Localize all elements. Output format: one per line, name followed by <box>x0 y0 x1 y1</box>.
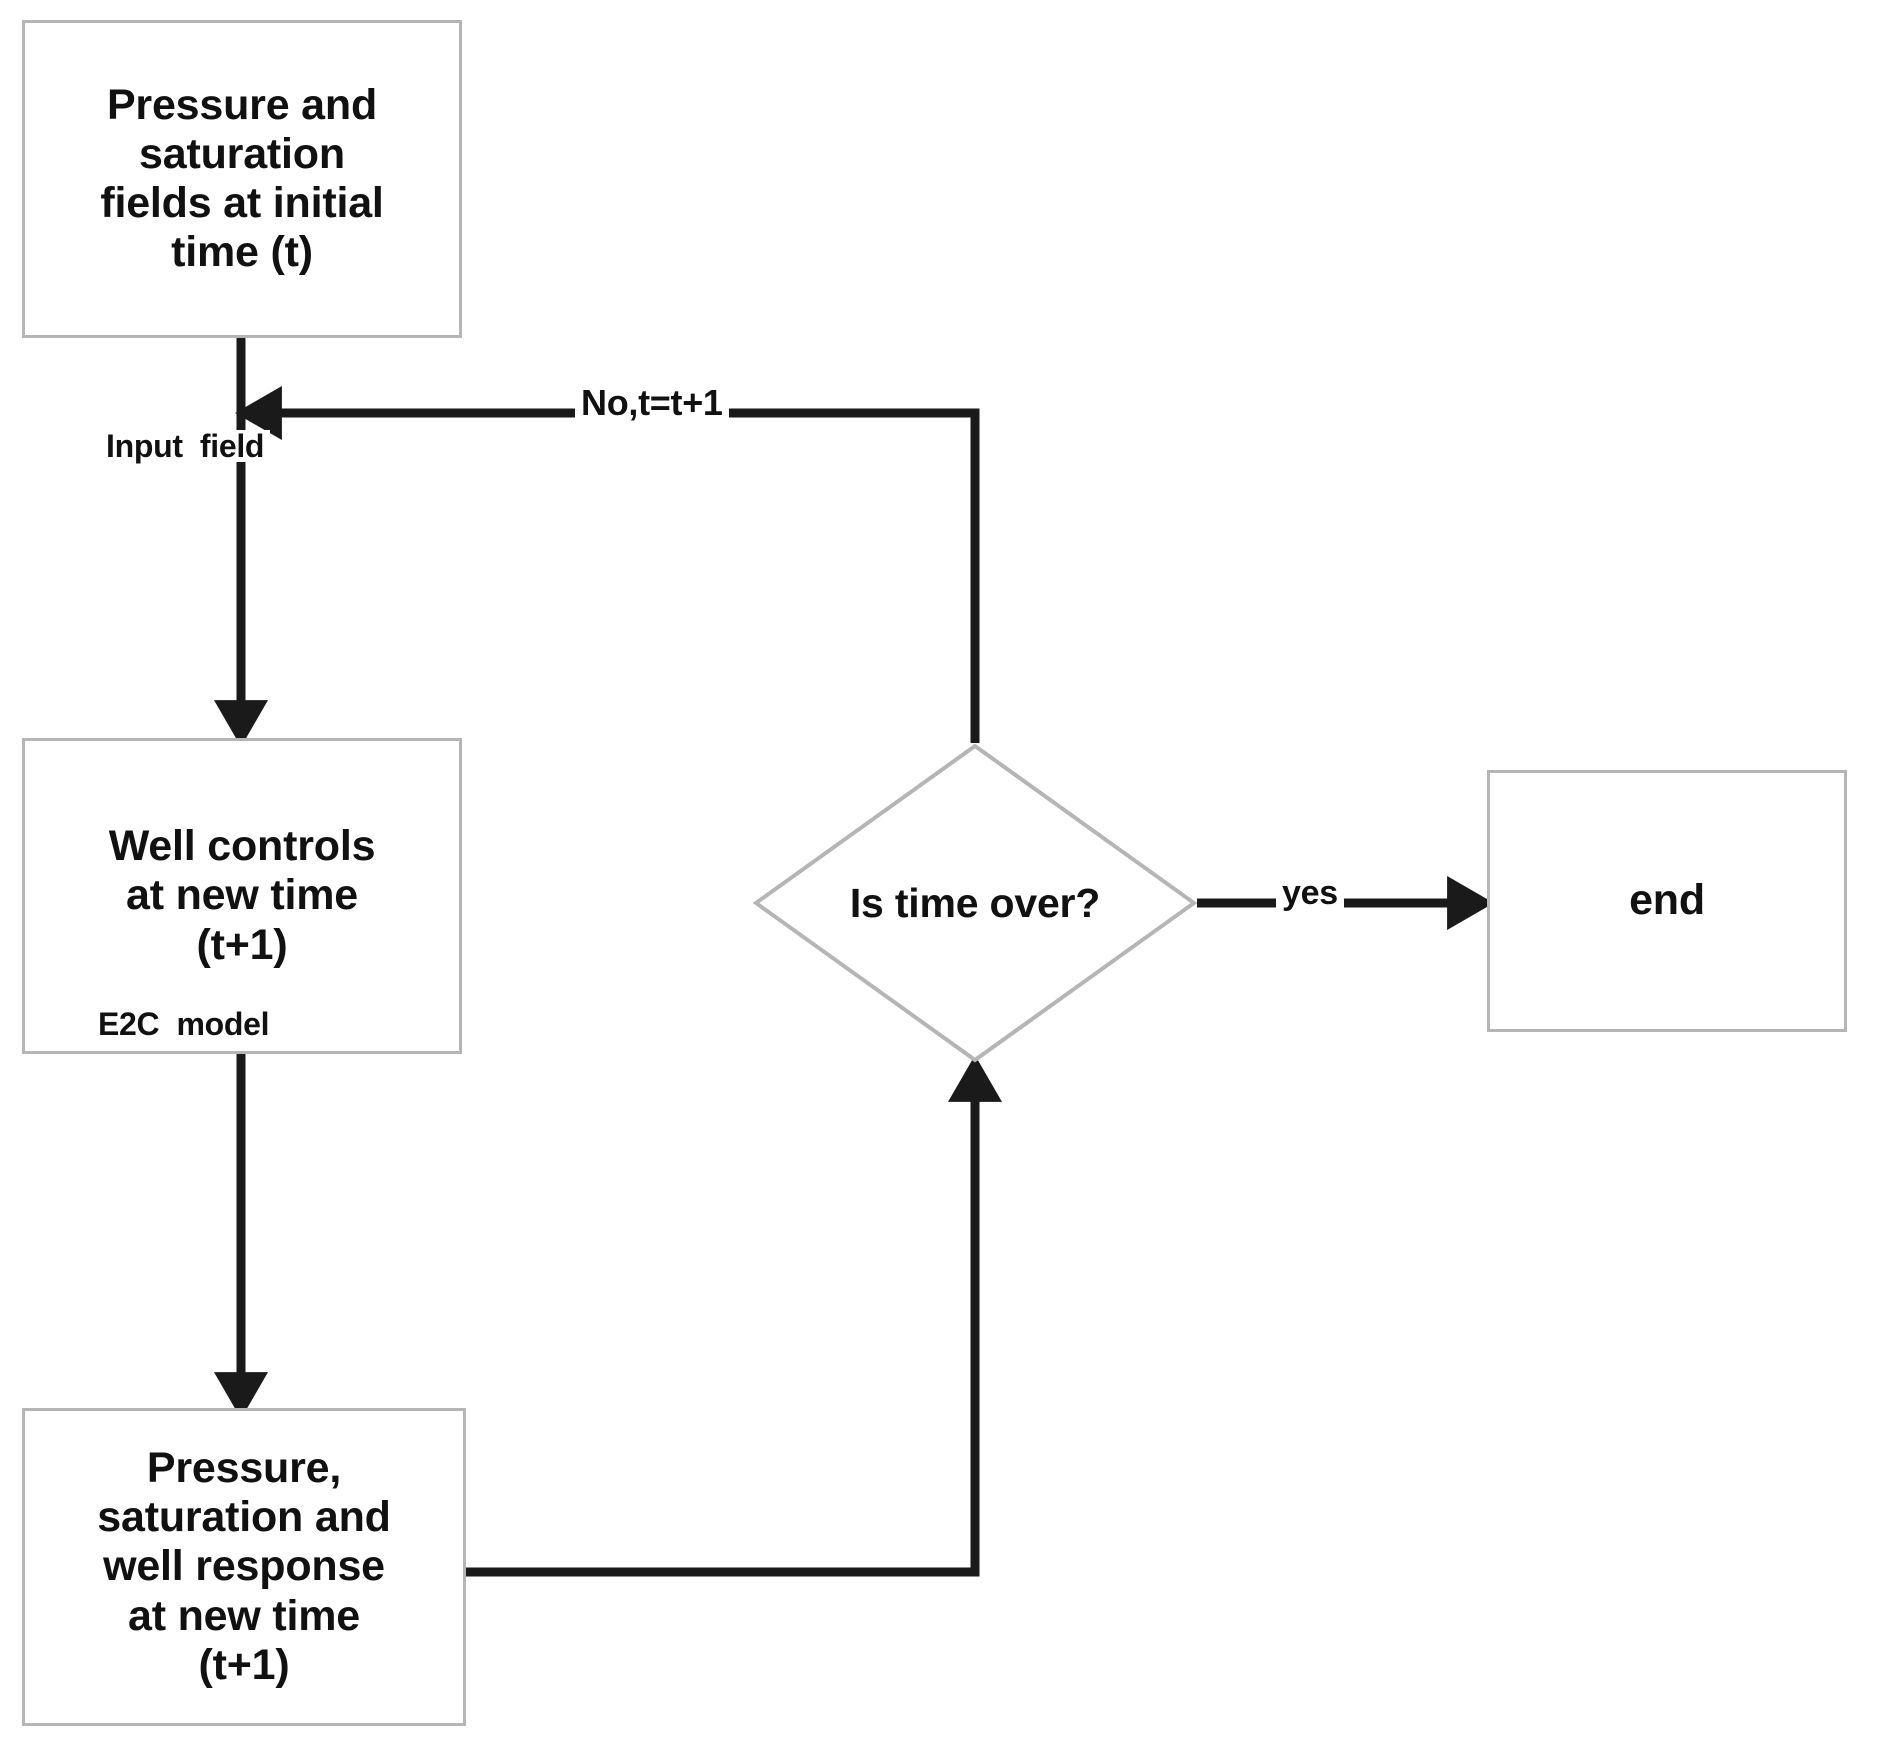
node-is-time-over-label: Is time over? <box>849 879 1101 926</box>
diamond-shape <box>753 743 1197 1063</box>
node-is-time-over: Is time over? <box>753 743 1197 1063</box>
node-end: end <box>1487 770 1847 1032</box>
edge-label-no-increment: No,t=t+1 <box>575 385 729 421</box>
node-initial-state: Pressure and saturation fields at initia… <box>22 20 462 338</box>
node-well-controls: Well controls at new time (t+1) <box>22 738 462 1054</box>
edge-decision-no-loop <box>235 386 980 743</box>
edge-label-yes: yes <box>1276 876 1344 910</box>
edge-label-input-field: Input field <box>100 430 271 462</box>
edge-label-e2c-model: E2C model <box>92 1008 276 1040</box>
edge-response-to-decision <box>466 1055 1002 1577</box>
node-pressure-saturation-response: Pressure, saturation and well response a… <box>22 1408 466 1726</box>
